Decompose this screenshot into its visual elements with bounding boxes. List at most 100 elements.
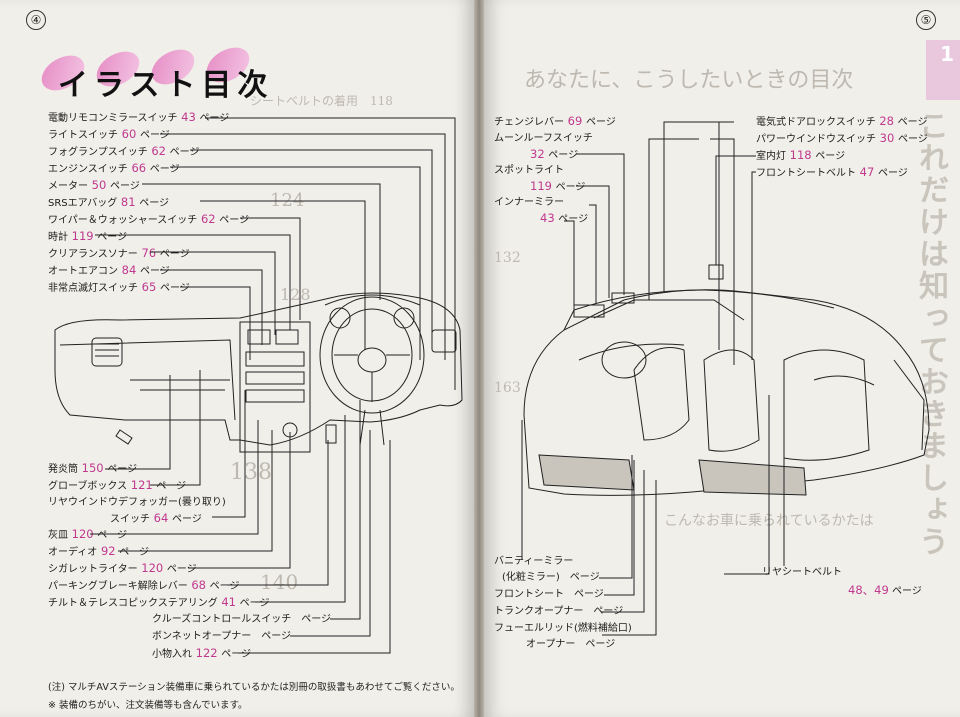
- callout-label: スポットライト: [494, 164, 564, 177]
- callout-label-suffix: ページ: [107, 464, 138, 475]
- callout-label-text: フォグランプスイッチ: [48, 147, 148, 158]
- callout-label: インナーミラー: [494, 196, 564, 209]
- callout-label: フューエルリッド(燃料補給口): [494, 622, 632, 635]
- callout-label-suffix: ページ: [559, 572, 600, 583]
- callout-label-suffix: ページ: [555, 182, 586, 193]
- callout-label-page: 28: [875, 114, 898, 128]
- callout-label-text: ボンネットオープナー: [152, 631, 252, 642]
- callout-label-text: 非常点滅灯スイッチ: [48, 283, 138, 294]
- callout-label-suffix: ページ: [221, 649, 252, 660]
- bleed-through: 163: [494, 380, 521, 396]
- callout-label: フロントシート ページ: [494, 588, 604, 601]
- callout-label: 電動リモコンミラースイッチ 43 ページ: [48, 111, 229, 125]
- callout-label: 32 ページ: [530, 148, 578, 162]
- callout-label-suffix: ページ: [199, 113, 230, 124]
- callout-label: 非常点滅灯スイッチ 65 ページ: [48, 281, 190, 295]
- callout-label: リヤウインドウデフォッガー(曇り取り): [48, 496, 226, 509]
- rear-seatbelt-page: 48、49 ページ: [848, 583, 922, 598]
- callout-label-text: 発炎筒: [48, 464, 78, 475]
- callout-label: オートエアコン 84 ページ: [48, 264, 170, 278]
- rear-seatbelt-label: リヤシートベルト: [762, 567, 842, 578]
- callout-label-suffix: ページ: [97, 232, 128, 243]
- callout-label: 小物入れ 122 ページ: [152, 647, 251, 661]
- book-gutter: [474, 0, 484, 717]
- callout-label-suffix: ページ: [583, 606, 624, 617]
- callout-label-text: パーキングブレーキ解除レバー: [48, 581, 188, 592]
- bleed-through: 124: [270, 190, 305, 211]
- callout-label-text: オートエアコン: [48, 266, 118, 277]
- callout-label-suffix: ページ: [149, 164, 180, 175]
- callout-label-page: 120: [137, 561, 167, 575]
- callout-label-suffix: ページ: [897, 117, 928, 128]
- callout-label-suffix: ページ: [97, 530, 128, 541]
- callout-label: チェンジレバー 69 ページ: [494, 115, 616, 129]
- callout-label: 発炎筒 150 ページ: [48, 462, 137, 476]
- callout-label-suffix: ページ: [239, 598, 270, 609]
- callout-label-page: 121: [127, 478, 157, 492]
- callout-label-text: SRSエアバッグ: [48, 198, 118, 209]
- callout-label-text: クリアランスソナー: [48, 249, 138, 260]
- callout-label-suffix: ページ: [139, 130, 170, 141]
- chapter-tab: [926, 40, 960, 100]
- callout-label-text: リヤウインドウデフォッガー(曇り取り): [48, 497, 226, 508]
- callout-label-text: フューエルリッド(燃料補給口): [494, 623, 632, 634]
- callout-label-suffix: ページ: [585, 117, 616, 128]
- callout-label-text: クルーズコントロールスイッチ: [152, 614, 292, 625]
- callout-label-page: 119: [530, 179, 556, 193]
- callout-label-page: 65: [138, 280, 160, 294]
- callout-label: パワーウインドウスイッチ 30 ページ: [756, 132, 928, 146]
- callout-label-text: (化粧ミラー): [502, 572, 560, 583]
- callout-label-text: チェンジレバー: [494, 117, 564, 128]
- bleed-through: 132: [494, 250, 521, 266]
- callout-label-text: 時計: [48, 232, 68, 243]
- callout-label-suffix: ページ: [815, 151, 846, 162]
- callout-label-suffix: ページ: [139, 266, 170, 277]
- page-title: イラスト目次: [58, 68, 274, 103]
- bleed-through: 138: [230, 460, 272, 485]
- callout-label-text: 電動リモコンミラースイッチ: [48, 113, 178, 124]
- callout-label: メーター 50 ページ: [48, 179, 140, 193]
- callout-label-suffix: ページ: [291, 614, 332, 625]
- callout-label-page: 84: [118, 263, 140, 277]
- callout-label-suffix: ページ: [209, 581, 240, 592]
- callout-label-suffix: ページ: [166, 564, 197, 575]
- callout-label-suffix: ページ: [169, 147, 200, 158]
- callout-label-suffix: ページ: [575, 639, 616, 650]
- callout-label: シガレットライター 120 ページ: [48, 562, 197, 576]
- callout-label: エンジンスイッチ 66 ページ: [48, 162, 180, 176]
- callout-label-page: 68: [187, 578, 210, 592]
- callout-label: SRSエアバッグ 81 ページ: [48, 196, 169, 210]
- callout-label-text: 室内灯: [756, 151, 786, 162]
- vertical-heading: これだけは知っておきましょう: [913, 110, 948, 558]
- callout-label-text: オーディオ: [48, 547, 98, 558]
- callout-label-page: 47: [856, 165, 878, 179]
- callout-label: 室内灯 118 ページ: [756, 149, 845, 163]
- callout-label-page: 122: [192, 646, 222, 660]
- callout-label-suffix: ページ: [877, 168, 908, 179]
- callout-label-text: メーター: [48, 181, 88, 192]
- bleed-through: あなたに、こうしたいときの目次: [524, 68, 854, 93]
- callout-label-suffix: ページ: [159, 283, 190, 294]
- left-page-number: ④: [26, 10, 46, 30]
- callout-label-page: 62: [147, 144, 170, 158]
- bleed-through: 128: [280, 285, 311, 304]
- callout-label-page: 64: [150, 511, 172, 525]
- callout-label-text: チルト＆テレスコピックステアリング: [48, 598, 218, 609]
- callout-label: バニティーミラー: [494, 555, 573, 568]
- footnote: ※ 装備のちがい、注文装備等も含んでいます。: [48, 700, 248, 711]
- callout-label-page: 50: [88, 178, 110, 192]
- callout-label-page: 81: [117, 195, 140, 209]
- callout-label-page: 119: [68, 229, 98, 243]
- callout-label: オーディオ 92 ページ: [48, 545, 149, 559]
- callout-label-text: 灰皿: [48, 530, 68, 541]
- callout-label-text: トランクオープナー: [494, 606, 584, 617]
- callout-label-suffix: ページ: [171, 514, 202, 525]
- callout-label-page: 32: [530, 147, 549, 161]
- callout-label-suffix: ページ: [558, 214, 589, 225]
- callout-label-page: 92: [97, 544, 120, 558]
- callout-label-page: 76: [137, 246, 160, 260]
- callout-label-page: 69: [564, 114, 586, 128]
- callout-label: クリアランスソナー 76 ページ: [48, 247, 190, 261]
- callout-label-text: フロントシートベルト: [756, 168, 856, 179]
